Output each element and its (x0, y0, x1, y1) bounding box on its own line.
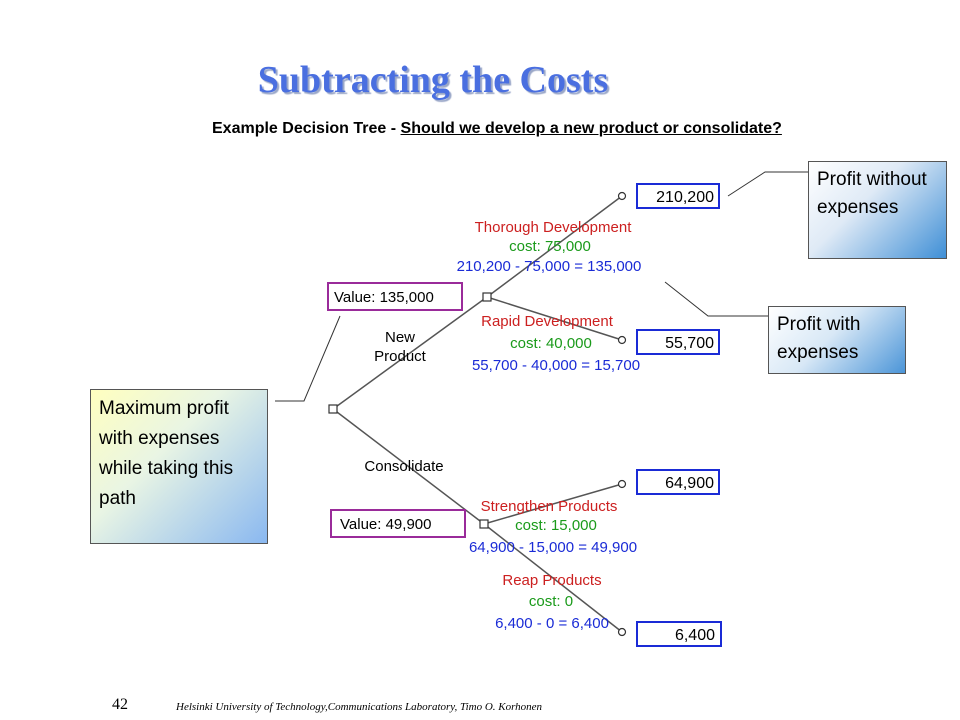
leaf-nodes (617, 191, 627, 637)
decision-nodes (328, 292, 492, 529)
option-calc-reap: 6,400 - 0 = 6,400 (495, 615, 609, 632)
branch-label-new: New (385, 329, 415, 346)
callout-connectors (275, 171, 808, 402)
diagram-heading-prefix: Example Decision Tree - (212, 120, 401, 137)
branch-reap (483, 523, 623, 633)
option-cost-reap: cost: 0 (529, 593, 573, 610)
leaf-rapid (617, 335, 627, 345)
outcome-box-thorough (636, 183, 720, 209)
option-cost-thorough: cost: 75,000 (509, 238, 591, 255)
outcome-reap: 6,400 (675, 627, 715, 644)
option-cost-rapid: cost: 40,000 (510, 335, 592, 352)
callout-profit-without-expenses: Profit without expenses (808, 161, 947, 259)
connector-maximum-profit (275, 315, 341, 402)
outcome-box-rapid (636, 329, 720, 355)
branch-thorough (486, 195, 623, 298)
value-consolidate: Value: 49,900 (340, 516, 431, 533)
option-calc-thorough: 210,200 - 75,000 = 135,000 (457, 258, 642, 275)
branch-new-product (332, 296, 488, 410)
branch-consolidate (332, 408, 485, 525)
option-name-strengthen: Strengthen Products (481, 498, 618, 515)
diagram-heading-question: Should we develop a new product or conso… (400, 120, 782, 137)
outcome-strengthen: 64,900 (665, 475, 714, 492)
option-name-rapid: Rapid Development (481, 313, 614, 330)
root-node (328, 404, 338, 414)
branch-label-consolidate: Consolidate (364, 458, 443, 475)
page-number: 42 (112, 696, 128, 713)
branch-label-product: Product (374, 348, 427, 365)
new-product-node (482, 292, 492, 302)
value-box-new-product (327, 282, 463, 311)
leaf-strengthen (617, 479, 627, 489)
connector-profit-with (664, 281, 768, 317)
value-box-consolidate (330, 509, 466, 538)
slide-title: Subtracting the Costs (257, 59, 609, 101)
connector-profit-without (727, 171, 808, 197)
callout-profit-with-expenses: Profit with expenses (768, 306, 906, 374)
diagram-heading: Example Decision Tree - Should we develo… (212, 120, 782, 138)
value-boxes (327, 282, 466, 538)
leaf-reap (617, 627, 627, 637)
callout-maximum-profit: Maximum profit with expenses while takin… (90, 389, 268, 544)
branch-strengthen (483, 483, 623, 525)
option-name-thorough: Thorough Development (475, 219, 633, 236)
option-cost-strengthen: cost: 15,000 (515, 517, 597, 534)
outcome-rapid: 55,700 (665, 335, 714, 352)
footer-credit: Helsinki University of Technology,Commun… (176, 701, 543, 713)
option-name-reap: Reap Products (502, 572, 601, 589)
branch-lines (332, 195, 623, 633)
option-calc-rapid: 55,700 - 40,000 = 15,700 (472, 357, 640, 374)
outcome-box-strengthen (636, 469, 720, 495)
option-calc-strengthen: 64,900 - 15,000 = 49,900 (469, 539, 637, 556)
value-new-product: Value: 135,000 (334, 289, 434, 306)
consolidate-node (479, 519, 489, 529)
outcome-boxes (636, 183, 722, 647)
branch-rapid (486, 296, 623, 341)
outcome-box-reap (636, 621, 722, 647)
leaf-thorough (617, 191, 627, 201)
outcome-thorough: 210,200 (656, 189, 714, 206)
